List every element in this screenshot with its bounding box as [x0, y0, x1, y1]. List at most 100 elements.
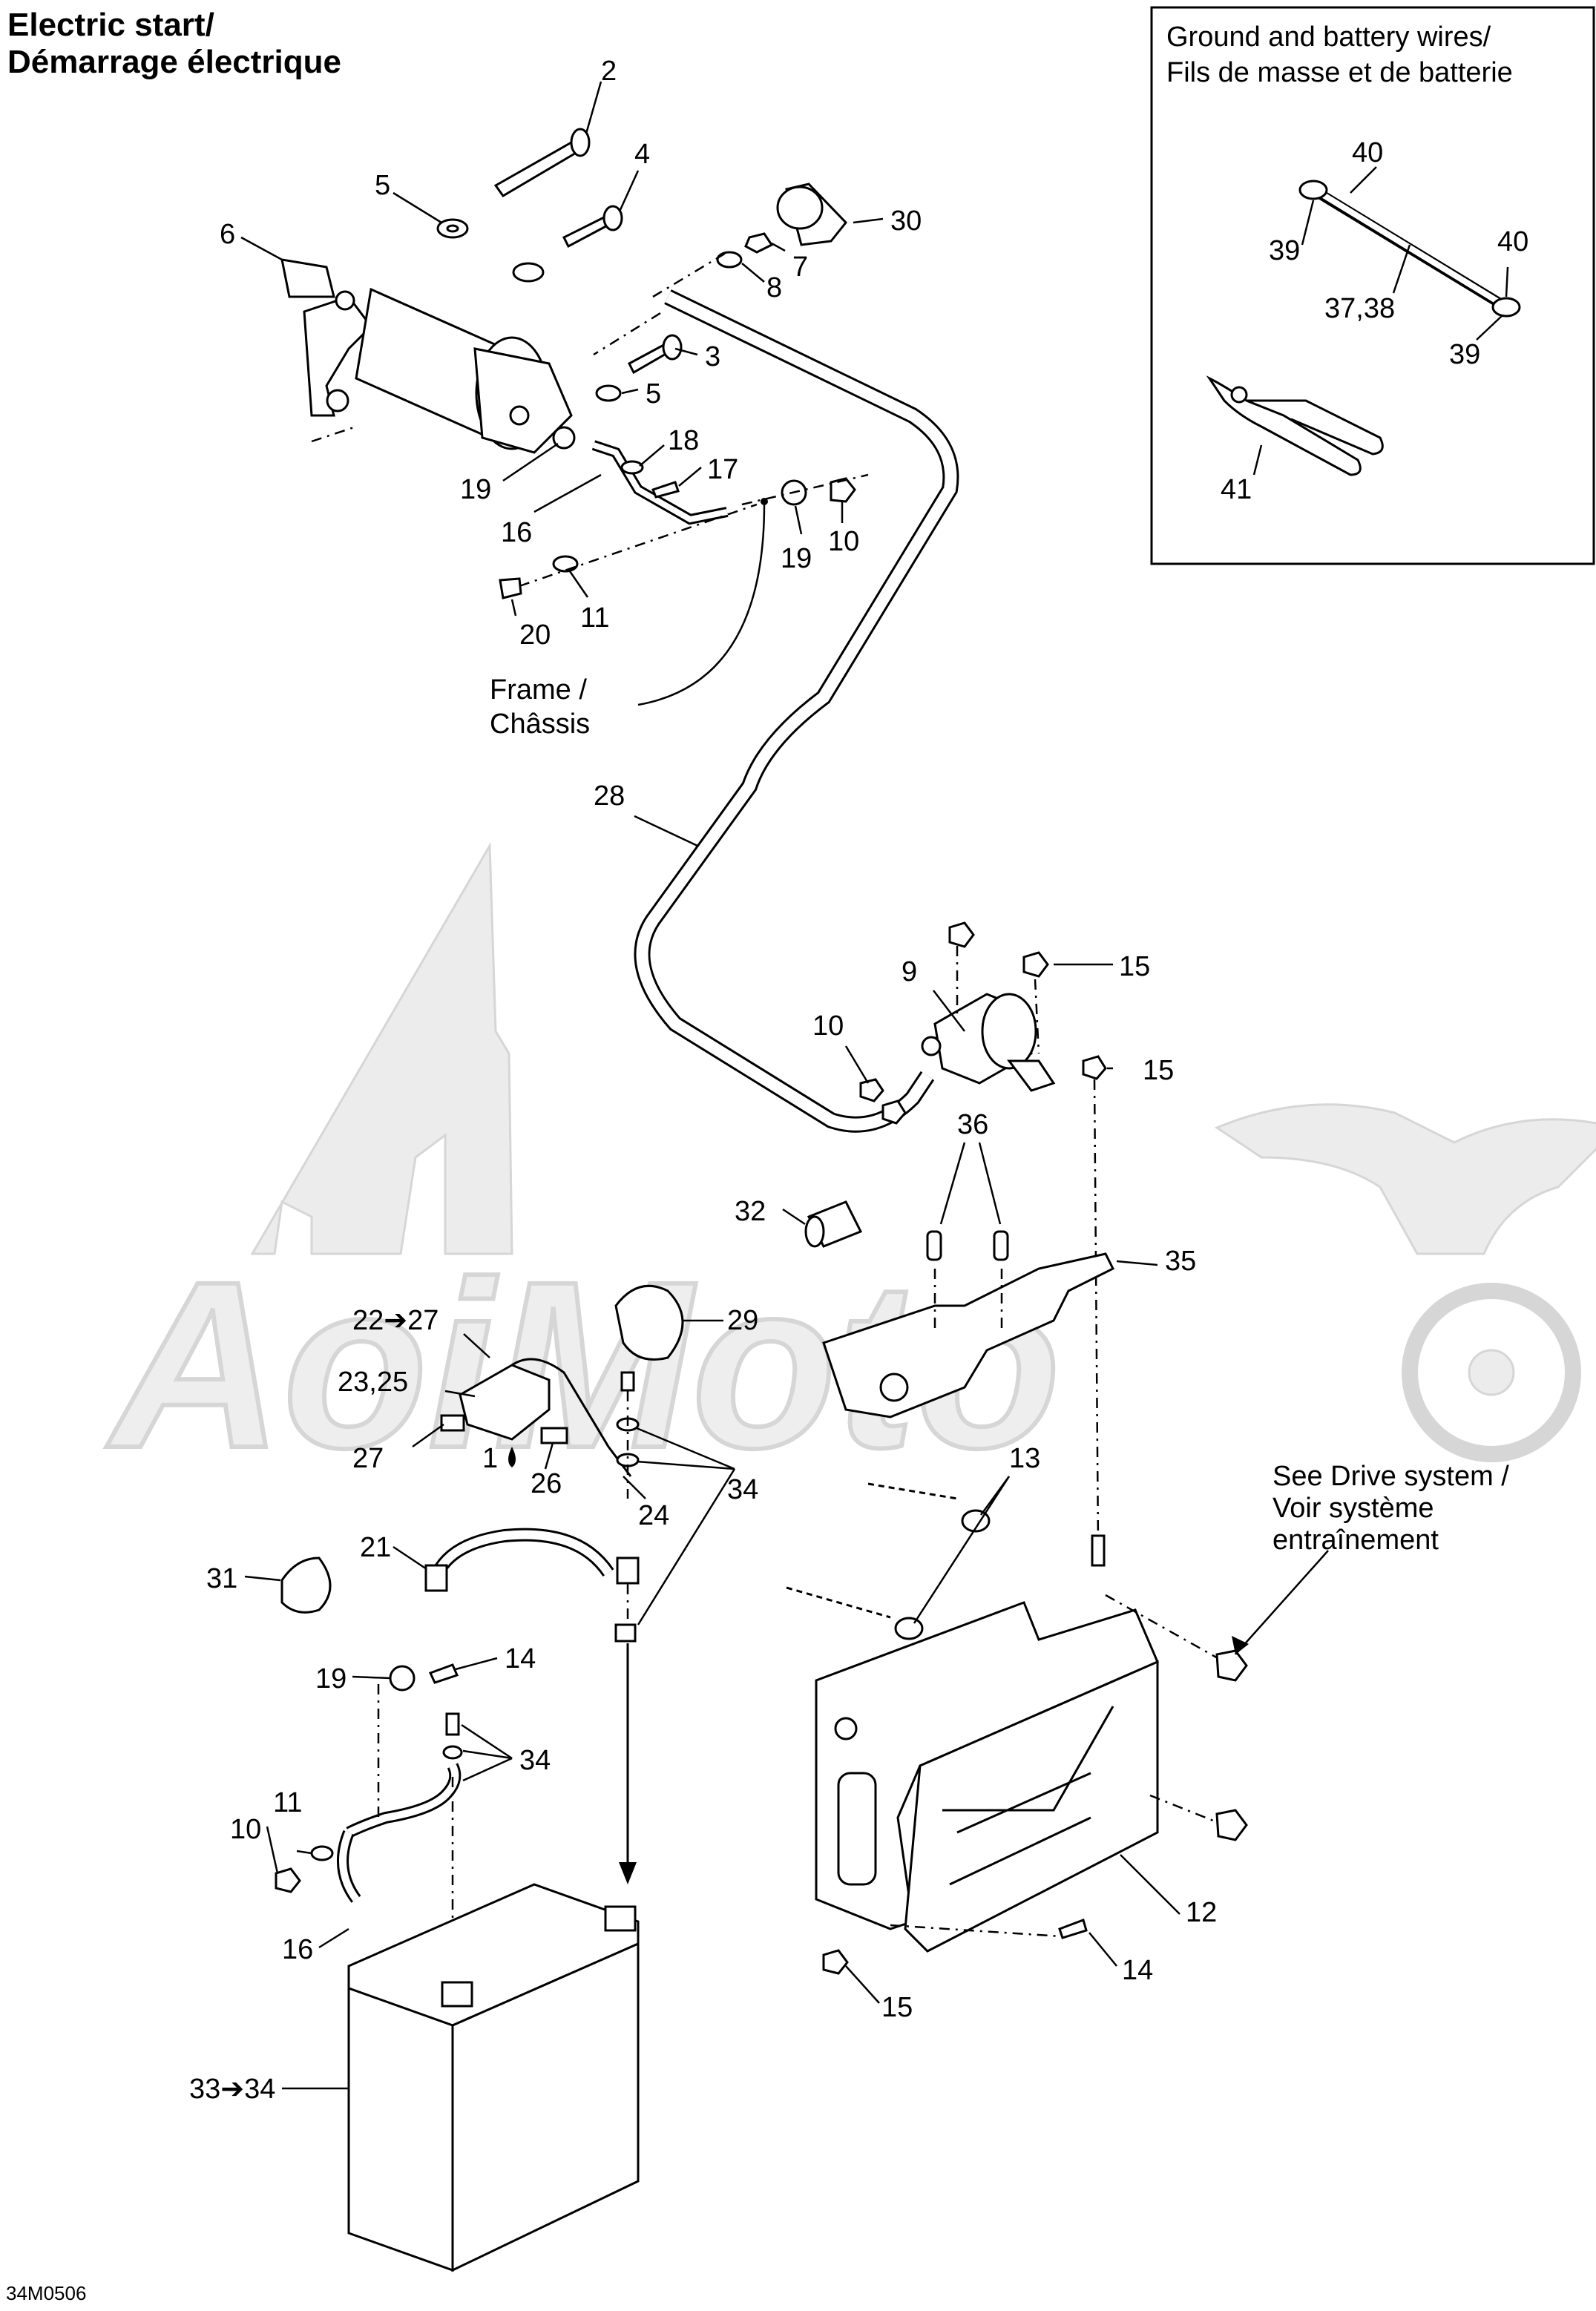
callout-27: 27 — [352, 1443, 384, 1474]
mounting-plate-35-part — [822, 1252, 1115, 1419]
callout-29: 29 — [727, 1305, 758, 1336]
cap-32-part — [804, 1200, 863, 1248]
inset-title-en: Ground and battery wires/ — [1166, 22, 1491, 53]
battery-part — [347, 1883, 640, 2272]
nut-15-part — [1022, 951, 1049, 978]
callout-23-25: 23,25 — [338, 1367, 408, 1398]
callout-28: 28 — [594, 780, 625, 812]
callout-26: 26 — [531, 1468, 562, 1499]
inset-ground-battery-wires: Ground and battery wires/ Fils de masse … — [1150, 6, 1595, 565]
callout-19: 19 — [460, 474, 491, 505]
drive-note-en: See Drive system / — [1272, 1461, 1509, 1492]
crimping-pliers-part — [1206, 375, 1384, 476]
bolt-34b-part — [442, 1712, 463, 1760]
diagram-code: 34M0506 — [6, 2282, 86, 2304]
drive-nut-b-part — [1215, 1809, 1248, 1841]
washer-13b-part — [894, 1617, 924, 1640]
washer-13-part — [961, 1509, 991, 1533]
frame-note-en: Frame / — [490, 674, 587, 706]
washer-11b-part — [310, 1845, 334, 1861]
drive-note-fr2: entraînement — [1272, 1525, 1439, 1556]
callout-5: 5 — [375, 170, 390, 201]
washer-18-part — [620, 460, 644, 475]
nut-34-part — [614, 1623, 637, 1643]
callout-18: 18 — [668, 425, 699, 456]
solenoid-9-part — [921, 993, 1056, 1092]
callout-5: 5 — [646, 378, 661, 410]
callout-11: 11 — [273, 1787, 302, 1818]
callout-11: 11 — [580, 602, 609, 634]
watermark-text: AoiMoto — [104, 1232, 1061, 1497]
nut-10-part — [830, 477, 856, 503]
callout-14: 14 — [1122, 1955, 1153, 1986]
callout-19: 19 — [315, 1663, 347, 1694]
callout-15: 15 — [1119, 951, 1150, 982]
star-washer-19c-part — [389, 1665, 416, 1692]
nut-15a-part — [948, 921, 975, 948]
ground-cable-28-part — [634, 289, 959, 1133]
cap-29-part — [614, 1284, 684, 1361]
callout-16: 16 — [501, 517, 532, 548]
diagram-title-en: Electric start/ — [7, 7, 214, 43]
cap-31-part — [280, 1556, 332, 1614]
callout-30: 30 — [890, 206, 922, 237]
bolt-17-part — [651, 481, 680, 499]
callout-1: 1 — [482, 1443, 498, 1474]
bolt-2-part — [493, 128, 591, 197]
callout-10: 10 — [230, 1814, 261, 1845]
callout-6: 6 — [220, 219, 235, 250]
nut-part — [881, 1099, 907, 1125]
diagram-title-fr: Démarrage électrique — [7, 44, 341, 80]
nut-10c-part — [275, 1867, 301, 1893]
callout-10: 10 — [812, 1010, 844, 1042]
nut-10b-part — [859, 1078, 884, 1102]
callout-34: 34 — [727, 1474, 758, 1505]
callout-39: 39 — [1269, 235, 1300, 266]
callout-34: 34 — [519, 1745, 551, 1776]
callout-20: 20 — [519, 619, 551, 651]
washer-8-part — [716, 251, 743, 269]
watermark-logo: AoiMoto — [102, 841, 1596, 1499]
callout-7: 7 — [792, 252, 808, 283]
callout-9: 9 — [902, 956, 917, 987]
bolt-3-part — [628, 334, 683, 375]
battery-cable-part — [1298, 180, 1521, 318]
callout-17: 17 — [707, 454, 738, 485]
callout-19: 19 — [781, 543, 812, 574]
star-washer-19-part — [552, 426, 576, 450]
cable-16b-part — [337, 1763, 462, 1903]
spacer-36-part — [926, 1230, 1009, 1261]
bolt-14a-part — [428, 1663, 459, 1684]
callout-3: 3 — [705, 341, 720, 372]
callout-41: 41 — [1221, 474, 1252, 505]
fuse-26-part — [540, 1427, 568, 1444]
callout-16: 16 — [282, 1934, 313, 1965]
callout-15: 15 — [1143, 1055, 1174, 1086]
callout-24: 24 — [638, 1500, 669, 1531]
callout-32: 32 — [735, 1196, 766, 1227]
callout-22-27: 22➔27 — [352, 1305, 439, 1336]
callout-8: 8 — [766, 272, 782, 303]
callout-12: 12 — [1186, 1897, 1217, 1928]
bolt-20-part — [499, 577, 522, 599]
bolt-34-part — [616, 1371, 640, 1467]
fuse-drop-icon — [508, 1447, 516, 1467]
callout-40: 40 — [1352, 137, 1383, 168]
callout-15: 15 — [881, 1992, 913, 2023]
fuse-27-part — [440, 1414, 465, 1432]
callout-13: 13 — [1009, 1443, 1040, 1474]
drive-note-fr1: Voir système — [1272, 1493, 1434, 1524]
nut-15c-part — [822, 1949, 849, 1975]
callout-4: 4 — [634, 139, 650, 170]
starter-motor-part — [280, 258, 573, 454]
frame-note-fr: Châssis — [490, 709, 590, 740]
washer-11-part — [552, 555, 579, 573]
bolt-4-part — [562, 205, 623, 249]
callout-39: 39 — [1449, 339, 1480, 370]
callout-14: 14 — [505, 1643, 536, 1674]
bolt-14b-part — [1058, 1919, 1088, 1939]
callout-37-38: 37,38 — [1324, 293, 1395, 324]
inset-title-fr: Fils de masse et de batterie — [1166, 57, 1513, 88]
washer-part — [512, 262, 545, 283]
